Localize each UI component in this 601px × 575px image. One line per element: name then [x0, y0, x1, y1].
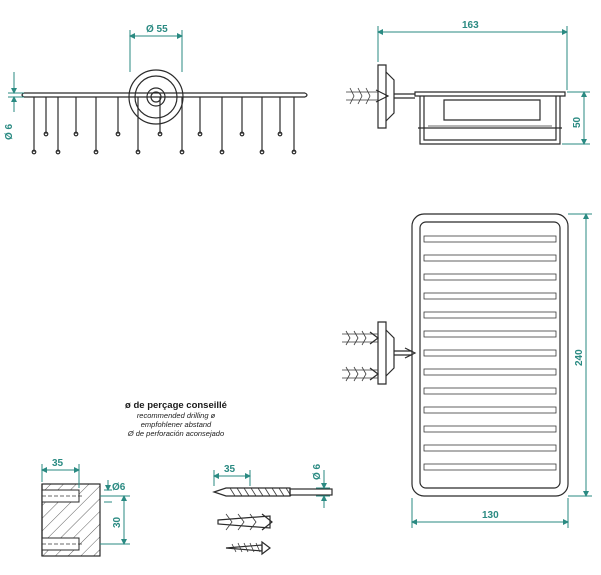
drill-flute: [278, 487, 285, 497]
dim-wire-diameter-label: Ø 6: [4, 123, 15, 140]
front-wire-tip: [291, 149, 297, 155]
dim-height: 50: [562, 91, 590, 145]
top-view-slat: [423, 330, 557, 338]
top-view-slat: [423, 273, 557, 281]
front-wire-tip: [179, 149, 185, 155]
drilling-note: ø de perçage conseillé recommended drill…: [96, 400, 256, 438]
drilling-note-es: Ø de perforación aconsejado: [127, 429, 225, 438]
top-view-slat: [423, 406, 557, 414]
dim-length: 240: [568, 213, 592, 497]
dim-depth-label: 163: [462, 20, 479, 31]
drill-bit: [212, 487, 333, 497]
drilling-note-title: ø de perçage conseillé: [125, 400, 227, 411]
front-wire-tip: [135, 149, 141, 155]
drilling-note-en: recommended drilling ø: [136, 411, 216, 420]
front-wire-tip: [157, 131, 163, 137]
front-wire-tip: [259, 149, 265, 155]
dim-ring-diameter-label: Ø 55: [146, 24, 168, 35]
drill-section: [41, 483, 101, 557]
dim-wire-diameter: Ø 6: [4, 72, 24, 140]
screw: [225, 540, 271, 556]
dim-drill-diameter-b: Ø 6: [312, 463, 330, 508]
drill-flute: [271, 487, 278, 497]
front-wire-tip: [73, 131, 79, 137]
top-wall-plugs: [342, 330, 379, 382]
dim-drill-depth-b-label: 35: [224, 464, 236, 475]
drill-flute: [229, 487, 236, 497]
front-wire-tip: [43, 131, 49, 137]
top-view-slat: [423, 444, 557, 452]
front-wire-tip: [55, 149, 61, 155]
dim-width: 130: [411, 498, 569, 528]
dim-drill-depth-a: 35: [41, 458, 80, 488]
front-view: [21, 69, 308, 155]
drill-flute: [243, 487, 250, 497]
front-wire-tip: [31, 149, 37, 155]
dim-drill-depth-b: 35: [213, 464, 251, 486]
side-wall-plugs: [346, 87, 390, 105]
top-view-slats: [423, 235, 557, 471]
top-view-slat: [423, 387, 557, 395]
side-view: [346, 64, 566, 145]
dim-drill-height-label: 30: [112, 516, 123, 528]
drill-flute: [264, 487, 271, 497]
front-wire-tip: [197, 131, 203, 137]
top-view-slat: [423, 311, 557, 319]
dim-ring-diameter: Ø 55: [129, 24, 183, 72]
drill-flute: [257, 487, 264, 497]
top-view-slat: [423, 292, 557, 300]
top-view-slat: [423, 368, 557, 376]
top-view-slat: [423, 425, 557, 433]
drilling-note-de: empfohlener abstand: [140, 420, 212, 429]
dim-drill-diameter-a: Ø6: [104, 480, 126, 503]
front-wire-tip: [239, 131, 245, 137]
top-view-slat: [423, 235, 557, 243]
dim-width-label: 130: [482, 510, 499, 521]
front-view-wires: [31, 97, 297, 155]
front-wire-tip: [277, 131, 283, 137]
dim-drill-height: 30: [100, 495, 130, 545]
top-view: [342, 213, 569, 497]
front-wire-tip: [115, 131, 121, 137]
dim-drill-diameter-b-label: Ø 6: [312, 463, 323, 480]
top-view-slat: [423, 254, 557, 262]
drill-flute: [250, 487, 257, 497]
front-wire-tip: [219, 149, 225, 155]
drill-flute: [236, 487, 243, 497]
dim-length-label: 240: [574, 349, 585, 366]
dim-drill-diameter-a-label: Ø6: [112, 482, 126, 493]
top-view-slat: [423, 463, 557, 471]
wall-plug: [217, 513, 273, 531]
top-view-slat: [423, 349, 557, 357]
dim-depth: 163: [377, 20, 568, 90]
dim-height-label: 50: [572, 116, 583, 128]
front-wire-tip: [93, 149, 99, 155]
dim-drill-depth-a-label: 35: [52, 458, 64, 469]
